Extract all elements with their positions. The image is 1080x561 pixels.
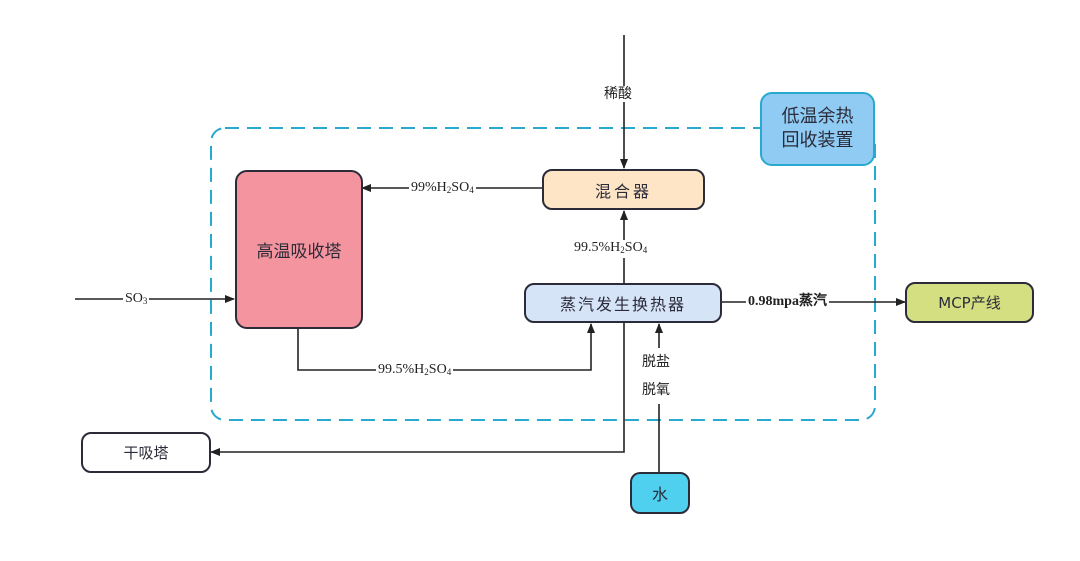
absorber-label: 高温吸收塔	[256, 242, 342, 262]
dry-tower-label: 干吸塔	[123, 444, 169, 462]
ath-pre: 99.5%H	[378, 362, 425, 377]
water-source: 水	[630, 472, 690, 514]
htm-mid: SO	[624, 240, 643, 255]
mta-mid: SO	[451, 180, 470, 195]
mcp-label: MCP产线	[938, 294, 1001, 312]
recovery-unit-label: 低温余热 回收装置	[760, 92, 875, 166]
recovery-label-line1: 低温余热	[781, 106, 854, 127]
mixer-label: 混合器	[594, 181, 652, 201]
hx-to-mixer-label: 99.5%H2SO4	[572, 240, 650, 258]
treatment-line1: 脱盐	[642, 354, 670, 370]
heat-exchanger-label: 蒸汽发生换热器	[559, 295, 686, 314]
water-label: 水	[651, 485, 668, 504]
ath-mid: SO	[428, 362, 447, 377]
so3-sub: 3	[142, 296, 148, 306]
treatment-label: 脱盐 脱氧	[640, 348, 672, 404]
ath-sub1: 2	[424, 367, 429, 377]
dilute-acid-text: 稀酸	[604, 86, 632, 102]
absorber-to-hx-label: 99.5%H2SO4	[376, 362, 454, 380]
mixer-to-absorber-label: 99%H2SO4	[409, 180, 476, 198]
hx-to-dry-tower-line	[210, 323, 625, 456]
so3-text: SO	[125, 291, 143, 306]
heat-exchanger: 蒸汽发生换热器	[524, 283, 722, 323]
recovery-boundary	[210, 127, 876, 421]
htm-sub2: 4	[642, 245, 648, 255]
mta-pre: 99%H	[411, 180, 447, 195]
absorber-tower: 高温吸收塔	[235, 170, 363, 329]
treatment-line2: 脱氧	[642, 382, 670, 398]
ath-sub2: 4	[446, 367, 452, 377]
mcp-line: MCP产线	[905, 282, 1034, 323]
htm-pre: 99.5%H	[574, 240, 621, 255]
recovery-label-line2: 回收装置	[781, 130, 854, 151]
mixer: 混合器	[542, 169, 705, 210]
htm-sub1: 2	[620, 245, 625, 255]
dry-absorption-tower: 干吸塔	[81, 432, 211, 473]
steam-label: 0.98mpa蒸汽	[746, 294, 829, 310]
mta-sub1: 2	[446, 185, 452, 195]
dilute-acid-label: 稀酸	[602, 86, 634, 102]
so3-label: SO3	[123, 291, 150, 309]
mta-sub2: 4	[469, 185, 474, 195]
steam-text: 0.98mpa蒸汽	[748, 294, 827, 309]
